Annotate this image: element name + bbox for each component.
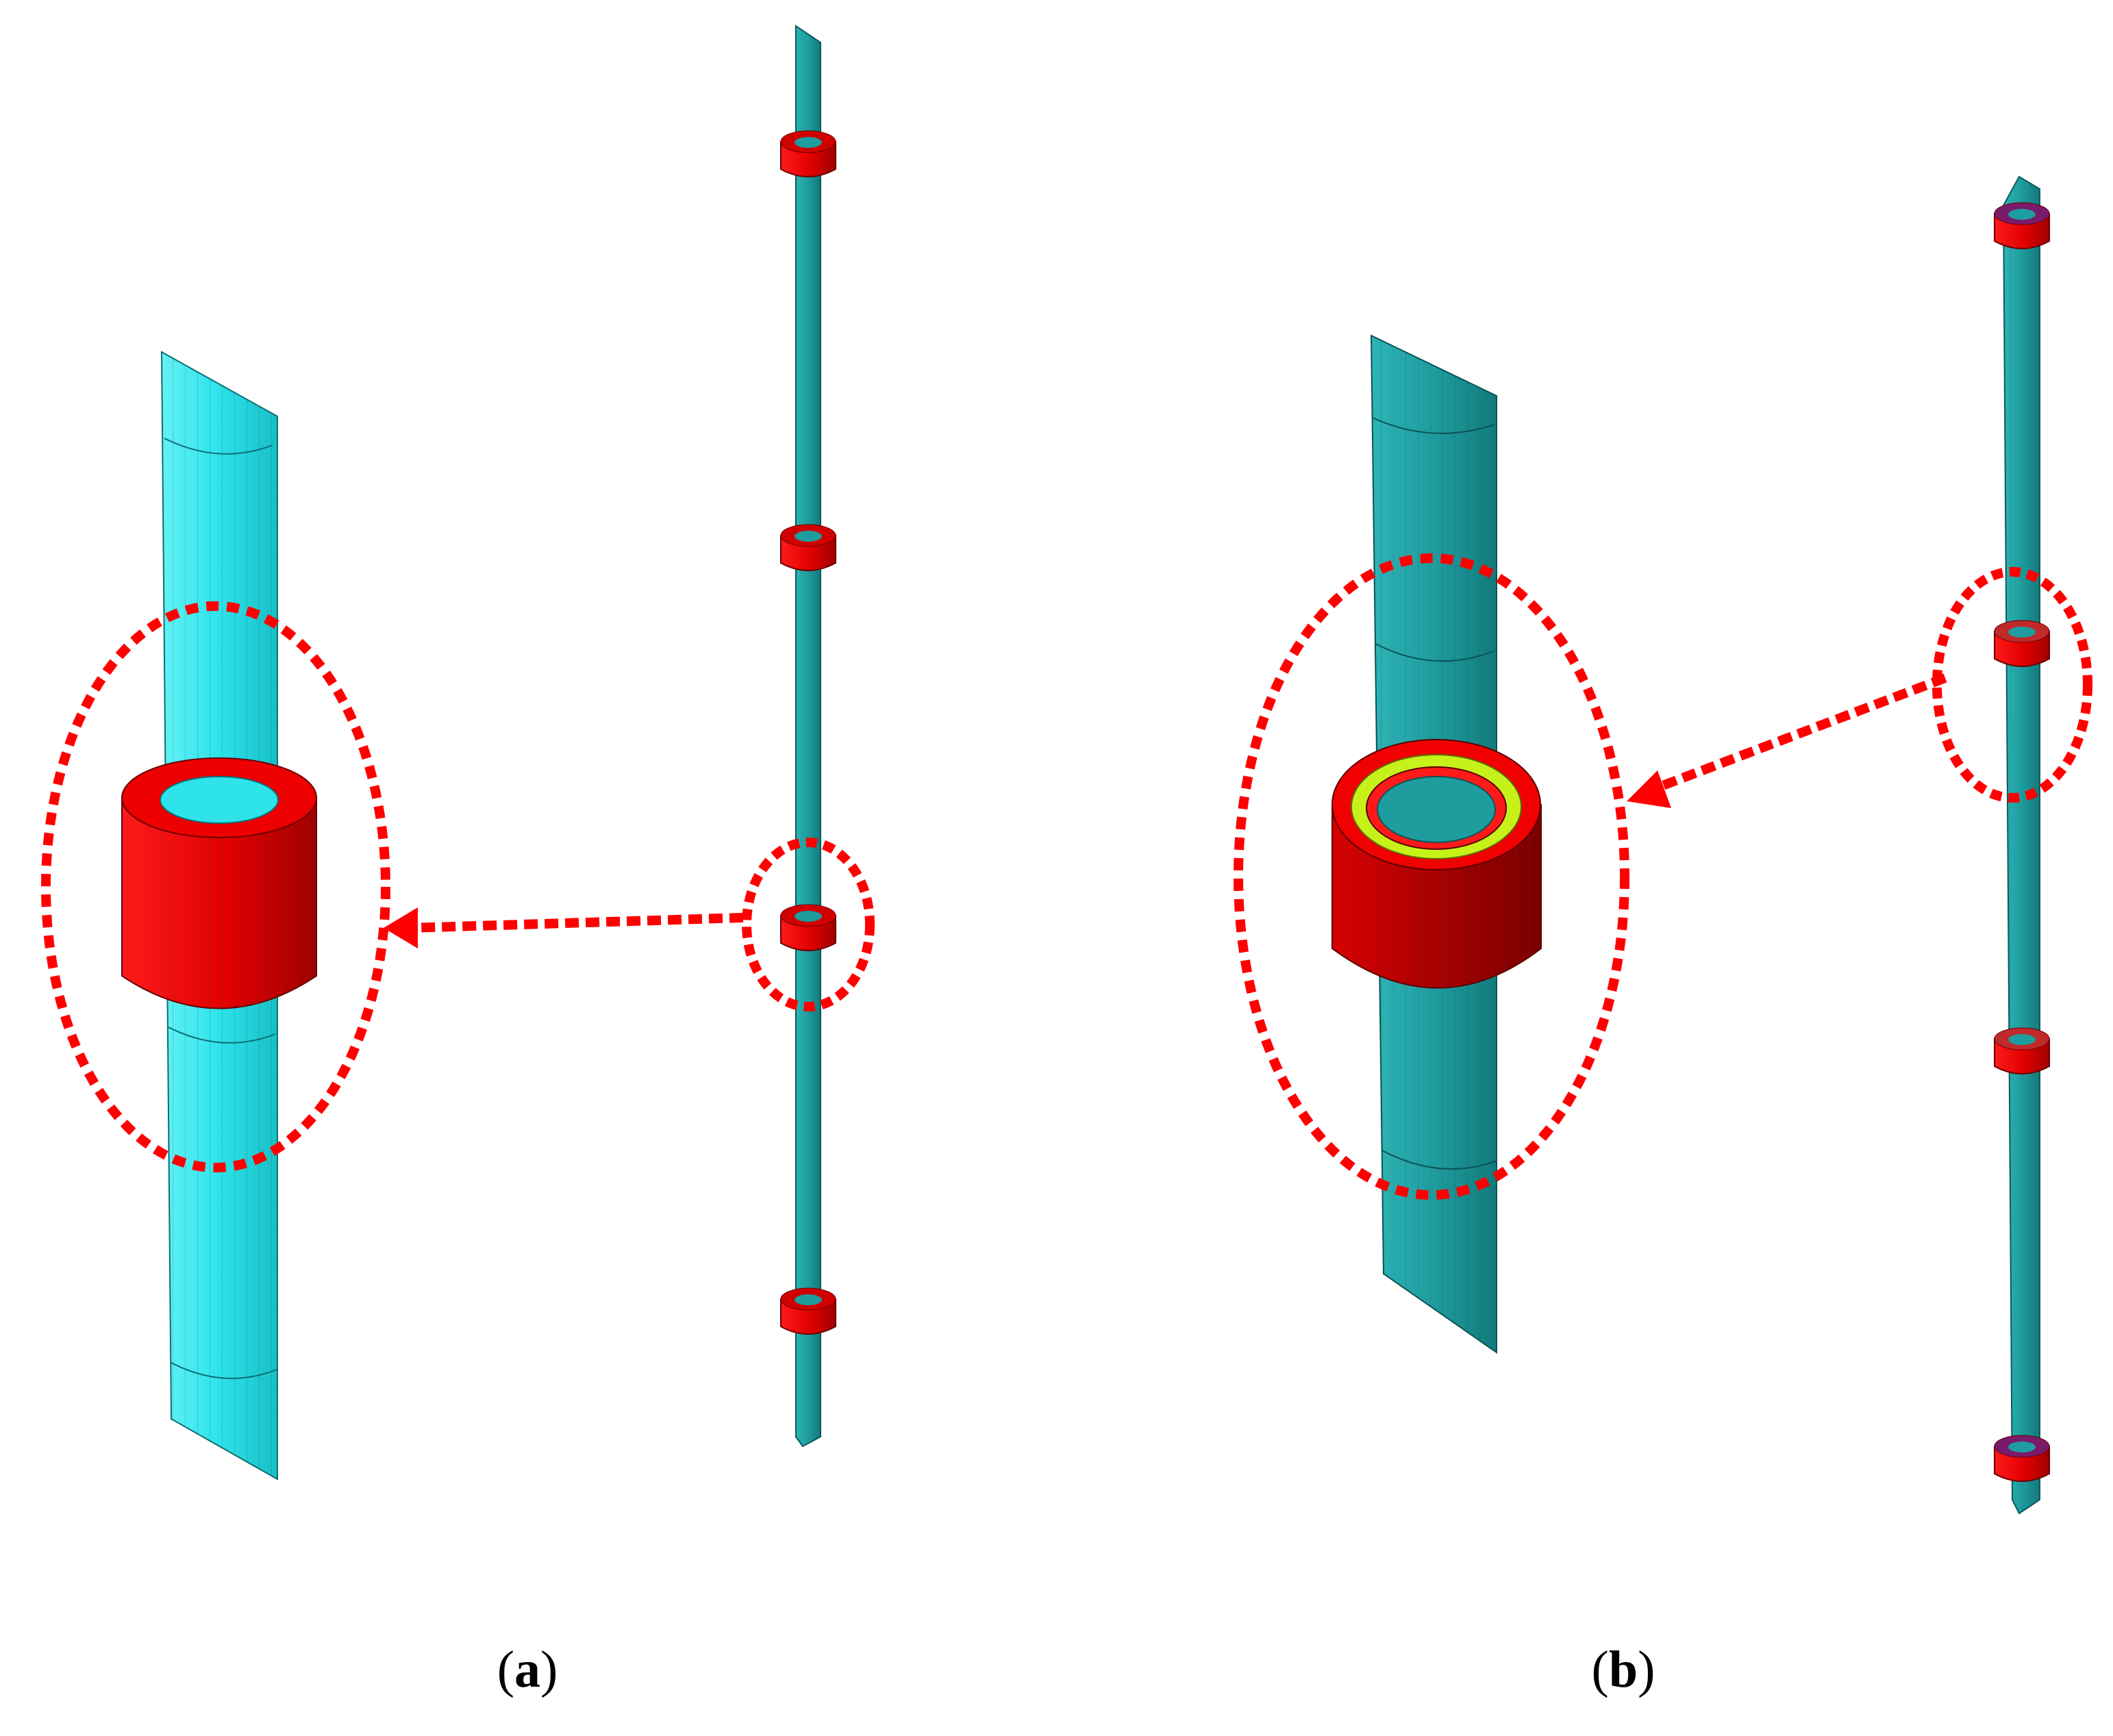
panel-a <box>41 25 875 1481</box>
panel-b-letter: b <box>1608 1641 1638 1698</box>
panel-b-rings <box>1994 202 2050 1482</box>
panel-b-arrow-head <box>1627 770 1671 808</box>
panel-b-ring-3 <box>1994 1027 2050 1074</box>
panel-a-ring-4 <box>780 1287 836 1335</box>
panel-b-zoom-collar <box>1331 739 1542 989</box>
panel-b <box>1234 175 2092 1515</box>
panel-b-full-bar <box>2002 175 2040 1515</box>
panel-a-full-bar <box>795 25 821 1448</box>
panel-a-small-callout <box>742 838 875 1011</box>
panel-a-zoom-collar <box>121 757 317 1009</box>
panel-b-caption: (b) <box>1591 1641 1655 1698</box>
panel-a-arrow-head <box>384 907 418 948</box>
panel-b-small-callout <box>1932 567 2092 803</box>
panel-b-callout-ellipse <box>1234 553 1629 1200</box>
panel-b-ring-4 <box>1994 1435 2050 1482</box>
panel-a-callout-ellipse <box>41 601 390 1172</box>
panel-a-letter: a <box>514 1641 540 1698</box>
arrow-left-icon <box>1655 673 1947 792</box>
panel-b-ring-2 <box>1994 620 2050 667</box>
panel-a-ring-3 <box>780 904 836 951</box>
panel-a-ring-1 <box>780 130 836 177</box>
panel-a-rings <box>780 130 836 1335</box>
arrow-left-icon <box>410 913 744 933</box>
panel-a-caption: (a) <box>497 1641 558 1698</box>
panel-a-ring-2 <box>780 524 836 571</box>
panel-b-ring-1 <box>1994 202 2050 249</box>
